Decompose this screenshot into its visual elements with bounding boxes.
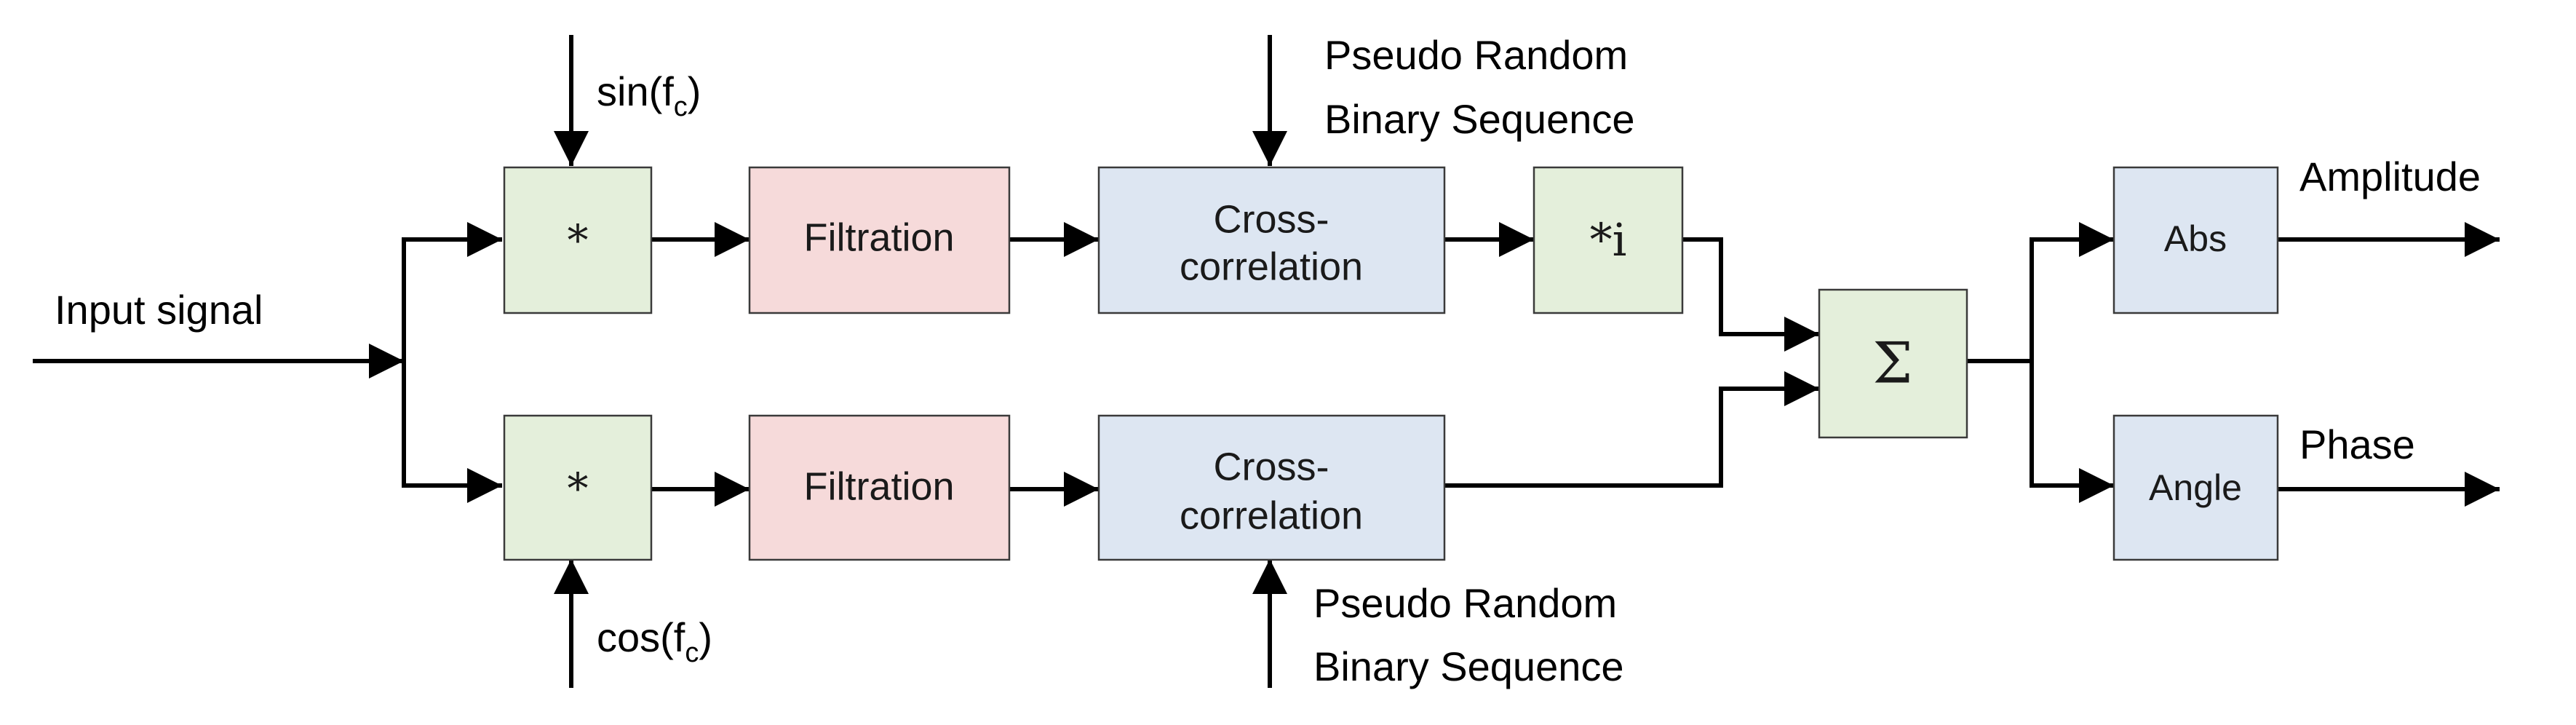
mixer-top-block: * — [503, 166, 653, 314]
xcorr-bottom-line2: correlation — [1180, 494, 1363, 537]
filter-top-block: Filtration — [748, 166, 1011, 314]
sin-ref-label: sin(fc) — [597, 68, 701, 122]
abs-block: Abs — [2112, 166, 2279, 314]
prbs-top-line1: Pseudo Random — [1324, 32, 1628, 78]
filter-bottom-block: Filtration — [748, 414, 1011, 561]
xcorr-top-line2: correlation — [1180, 245, 1363, 288]
xcorr-top-line1: Cross- — [1214, 197, 1329, 241]
imag-multiply-block: *i — [1533, 166, 1684, 314]
sum-symbol: Σ — [1872, 331, 1912, 397]
wire-xcorr-sum — [1444, 371, 1819, 488]
xcorr-bottom-block: Cross- correlation — [1097, 414, 1446, 561]
prbs-bottom-line1: Pseudo Random — [1313, 580, 1617, 626]
mixer-bottom-label: * — [568, 464, 589, 513]
angle-label: Angle — [2149, 467, 2242, 508]
mixer-top-label: * — [568, 215, 589, 265]
amplitude-label: Amplitude — [2299, 154, 2481, 199]
prbs-bottom-line2: Binary Sequence — [1313, 643, 1624, 689]
prbs-top-line2: Binary Sequence — [1324, 96, 1635, 142]
wire-imag-sum — [1682, 237, 1819, 352]
xcorr-top-block: Cross- correlation — [1097, 166, 1446, 314]
filter-bottom-label: Filtration — [803, 464, 954, 508]
mixer-bottom-block: * — [503, 414, 653, 561]
phase-label: Phase — [2299, 421, 2415, 467]
abs-label: Abs — [2164, 218, 2227, 259]
filter-top-label: Filtration — [803, 215, 954, 259]
angle-block: Angle — [2112, 414, 2279, 561]
xcorr-bottom-line1: Cross- — [1214, 445, 1329, 488]
cos-ref-label: cos(fc) — [597, 614, 712, 668]
imag-multiply-label: *i — [1590, 213, 1627, 266]
sum-block: Σ — [1818, 288, 1968, 439]
input-signal-label: Input signal — [55, 287, 263, 333]
signal-wires — [33, 35, 2500, 688]
